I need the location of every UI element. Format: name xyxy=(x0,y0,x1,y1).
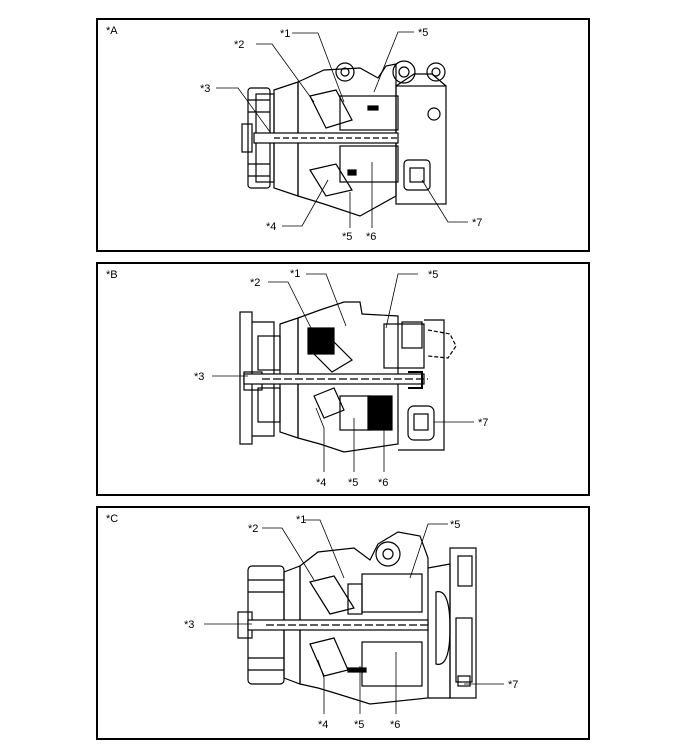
compressor-b xyxy=(239,301,457,453)
label-6-a: *6 xyxy=(366,231,376,243)
label-1-c: *1 xyxy=(296,514,306,526)
label-4-c: *4 xyxy=(318,719,328,731)
label-3-b: *3 xyxy=(194,371,204,383)
panel-b-tag: *B xyxy=(106,269,118,281)
label-1-a: *1 xyxy=(280,28,290,40)
leaders-c xyxy=(204,519,504,714)
label-5-bottom-c: *5 xyxy=(354,719,364,731)
compressor-c xyxy=(237,531,477,705)
panel-a: *A xyxy=(96,18,590,252)
label-1-b: *1 xyxy=(290,268,300,280)
panel-c-tag: *C xyxy=(106,513,119,525)
label-6-c: *6 xyxy=(390,719,400,731)
label-5-bottom-a: *5 xyxy=(342,231,352,243)
label-5-bottom-b: *5 xyxy=(348,477,358,489)
label-2-b: *2 xyxy=(250,277,260,289)
label-5-top-b: *5 xyxy=(428,269,438,281)
label-7-c: *7 xyxy=(508,679,518,691)
leaders-a xyxy=(216,31,468,228)
label-7-a: *7 xyxy=(472,217,482,229)
panel-a-drawing: *1 *2 *3 *4 *5 *5 *6 *7 xyxy=(200,27,482,243)
panel-b: *B xyxy=(96,262,590,496)
label-4-b: *4 xyxy=(316,477,326,489)
label-7-b: *7 xyxy=(478,417,488,429)
panel-c: *C xyxy=(96,506,590,740)
leaders-b xyxy=(212,273,474,472)
compressor-a xyxy=(241,60,447,217)
label-5-top-a: *5 xyxy=(418,27,428,39)
label-2-c: *2 xyxy=(248,523,258,535)
label-3-a: *3 xyxy=(200,83,210,95)
label-2-a: *2 xyxy=(234,39,244,51)
label-4-a: *4 xyxy=(266,221,276,233)
label-6-b: *6 xyxy=(378,477,388,489)
label-5-top-c: *5 xyxy=(450,519,460,531)
label-3-c: *3 xyxy=(184,619,194,631)
panel-a-tag: *A xyxy=(106,25,118,37)
panel-b-drawing: *1 *2 *3 *4 *5 *5 *6 *7 xyxy=(194,268,488,489)
panel-c-drawing: *1 *2 *3 *4 *5 *5 *6 *7 xyxy=(184,514,518,731)
